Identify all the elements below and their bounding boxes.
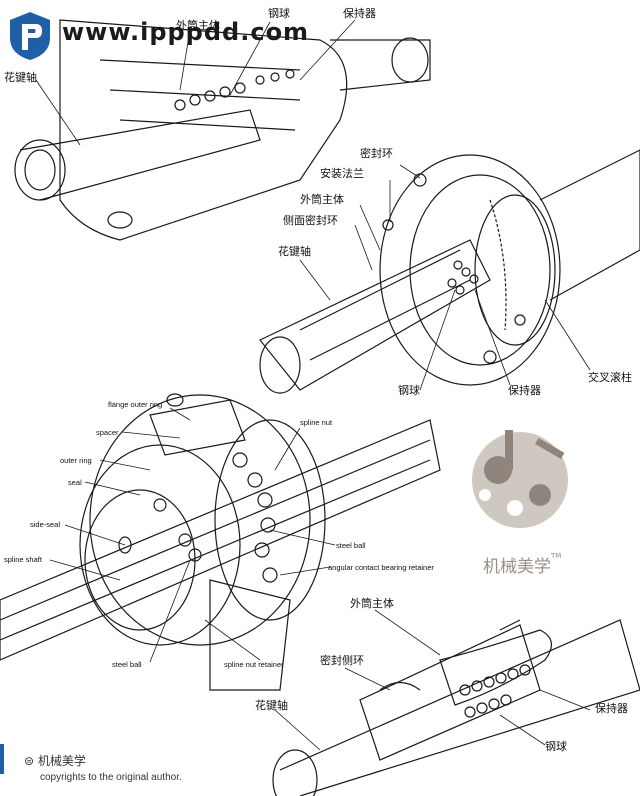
footer-mark: ⊜ 机械美学 [24,754,86,768]
fig2-label-retainer: 保持器 [508,384,541,397]
fig3-label-side-seal: side-seal [30,520,61,529]
fig3-label-steel-ball: steel ball [336,541,366,550]
fig3-drawing [0,393,441,691]
fig1-label-retainer: 保持器 [343,7,376,20]
fig3-label-flange-outer-ring: flange outer ring [108,400,163,409]
site-logo [10,12,50,60]
leader-lines [35,19,591,751]
fig3-label-angular-contact-retainer: angular contact bearing retainer [328,563,434,572]
fig3-label-steel-ball-lower: steel ball [112,660,142,669]
brand-name: 机械美学TM [483,552,562,577]
fig3-label-seal: seal [68,478,82,487]
fig4-drawing [272,619,640,796]
fig4-label-outer-cylinder: 外筒主体 [350,597,394,610]
fig2-label-seal-ring: 密封环 [360,147,393,160]
fig4-label-retainer: 保持器 [595,702,628,715]
fig3-label-spline-shaft: spline shaft [4,555,42,564]
footer-accent-bar [0,744,4,774]
fig4-label-seal-side-ring: 密封侧环 [320,654,364,667]
fig3-label-spline-nut: spline nut [300,418,333,427]
fig2-drawing [259,149,640,394]
fig1-label-steel-ball: 钢球 [268,7,290,20]
watermark-url: www.ipppdd.com [62,18,310,46]
fig2-label-cross-roller: 交叉滚柱 [588,371,632,384]
fig2-label-steel-ball: 钢球 [398,384,420,397]
footer-copyright: copyrights to the original author. [40,772,182,783]
fig2-label-side-seal: 侧面密封环 [283,214,338,227]
fig3-label-spacer: spacer [96,428,119,437]
fig4-label-steel-ball: 钢球 [545,740,567,753]
fig3-label-outer-ring: outer ring [60,456,92,465]
fig2-label-spline-shaft: 花键轴 [278,245,311,258]
fig4-label-spline-shaft: 花键轴 [255,699,288,712]
brand-emblem [472,430,568,528]
fig1-label-spline-shaft: 花键轴 [4,71,37,84]
fig1-label-outer-cylinder: 外筒主体 [176,19,220,32]
fig3-label-spline-nut-retainer: spline nut retainer [224,660,284,669]
fig1-drawing [14,19,431,241]
fig2-label-outer-cylinder: 外筒主体 [300,193,344,206]
fig2-label-mounting-flange: 安装法兰 [320,167,364,180]
